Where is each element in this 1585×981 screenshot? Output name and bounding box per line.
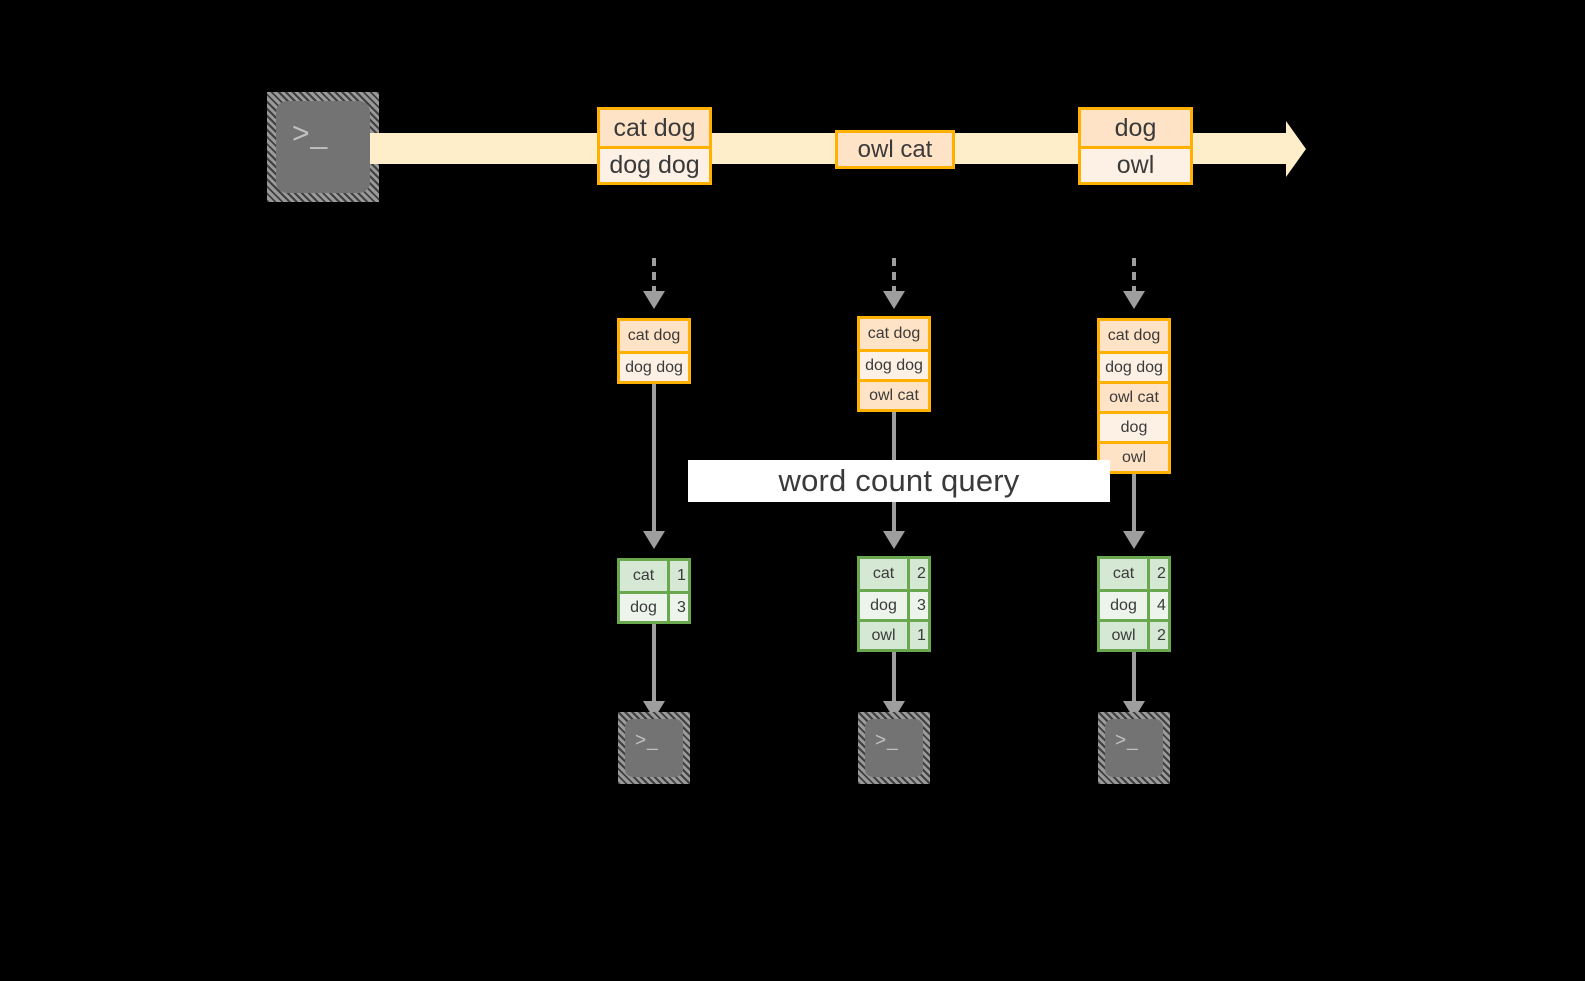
result-count: 1 <box>667 561 688 591</box>
terminal-prompt-glyph: >_ <box>292 117 329 150</box>
terminal-icon-sink-2[interactable]: >_ <box>858 712 930 784</box>
stream-to-state-arrowhead-1 <box>643 291 665 309</box>
terminal-icon-sink-1[interactable]: >_ <box>618 712 690 784</box>
accumulated-events-2-line-2: owl cat <box>860 379 928 409</box>
query-arrowhead-1 <box>643 531 665 549</box>
query-label: word count query <box>688 460 1110 502</box>
query-connector-3 <box>1132 474 1136 534</box>
terminal-prompt-glyph: >_ <box>1115 730 1139 751</box>
accumulated-events-2[interactable]: cat dog dog dog owl cat <box>857 316 931 412</box>
result-count: 2 <box>1147 622 1168 649</box>
stream-batch-1-line-1: dog dog <box>600 146 709 182</box>
stream-batch-3-line-1: owl <box>1081 146 1190 182</box>
result-word: dog <box>870 596 897 614</box>
query-connector-1 <box>652 384 656 534</box>
stream-batch-2[interactable]: owl cat <box>835 130 955 169</box>
result-table-3[interactable]: cat 2 dog 4 owl 2 <box>1097 556 1171 652</box>
sink-connector-1 <box>652 624 656 704</box>
result-count: 2 <box>907 559 928 589</box>
stream-batch-3[interactable]: dog owl <box>1078 107 1193 185</box>
terminal-screen: >_ <box>1105 719 1163 777</box>
stream-batch-3-line-0: dog <box>1081 110 1190 146</box>
accumulated-events-1[interactable]: cat dog dog dog <box>617 318 691 384</box>
accumulated-events-3-line-4: owl <box>1100 441 1168 471</box>
accumulated-events-3[interactable]: cat dog dog dog owl cat dog owl <box>1097 318 1171 474</box>
query-arrowhead-2 <box>883 531 905 549</box>
table-row: owl 2 <box>1100 619 1168 649</box>
stream-batch-2-line-0: owl cat <box>838 133 952 166</box>
result-count: 4 <box>1147 592 1168 619</box>
table-row: owl 1 <box>860 619 928 649</box>
table-row: dog 3 <box>860 589 928 619</box>
accumulated-events-3-line-2: owl cat <box>1100 381 1168 411</box>
query-arrowhead-3 <box>1123 531 1145 549</box>
result-count: 3 <box>667 594 688 621</box>
terminal-prompt-glyph: >_ <box>875 730 899 751</box>
stream-to-state-arrowhead-2 <box>883 291 905 309</box>
result-word: owl <box>871 626 896 644</box>
result-word: owl <box>1111 626 1136 644</box>
result-count: 1 <box>907 622 928 649</box>
result-word: cat <box>632 567 655 584</box>
result-word: cat <box>1112 565 1135 582</box>
accumulated-events-1-line-1: dog dog <box>620 351 688 381</box>
terminal-screen: >_ <box>865 719 923 777</box>
sink-connector-3 <box>1132 652 1136 704</box>
table-row: cat 2 <box>860 559 928 589</box>
accumulated-events-1-line-0: cat dog <box>620 321 688 351</box>
table-row: dog 4 <box>1100 589 1168 619</box>
stream-to-state-connector-1 <box>652 258 656 294</box>
table-row: cat 1 <box>620 561 688 591</box>
result-word: cat <box>872 565 895 582</box>
result-word: dog <box>1110 596 1137 614</box>
terminal-prompt-glyph: >_ <box>635 730 659 751</box>
table-row: dog 3 <box>620 591 688 621</box>
sink-connector-2 <box>892 652 896 704</box>
stream-batch-1-line-0: cat dog <box>600 110 709 146</box>
stream-to-state-connector-2 <box>892 258 896 294</box>
accumulated-events-3-line-1: dog dog <box>1100 351 1168 381</box>
terminal-screen: >_ <box>276 101 370 193</box>
accumulated-events-3-line-0: cat dog <box>1100 321 1168 351</box>
terminal-screen: >_ <box>625 719 683 777</box>
result-count: 2 <box>1147 559 1168 589</box>
stream-to-state-connector-3 <box>1132 258 1136 294</box>
terminal-icon-sink-3[interactable]: >_ <box>1098 712 1170 784</box>
accumulated-events-2-line-0: cat dog <box>860 319 928 349</box>
terminal-icon-source[interactable]: >_ <box>267 92 379 202</box>
accumulated-events-2-line-1: dog dog <box>860 349 928 379</box>
result-word: dog <box>630 598 657 616</box>
event-stream-arrow-head <box>1286 121 1306 177</box>
stream-batch-1[interactable]: cat dog dog dog <box>597 107 712 185</box>
accumulated-events-3-line-3: dog <box>1100 411 1168 441</box>
result-count: 3 <box>907 592 928 619</box>
stream-to-state-arrowhead-3 <box>1123 291 1145 309</box>
table-row: cat 2 <box>1100 559 1168 589</box>
result-table-2[interactable]: cat 2 dog 3 owl 1 <box>857 556 931 652</box>
result-table-1[interactable]: cat 1 dog 3 <box>617 558 691 624</box>
